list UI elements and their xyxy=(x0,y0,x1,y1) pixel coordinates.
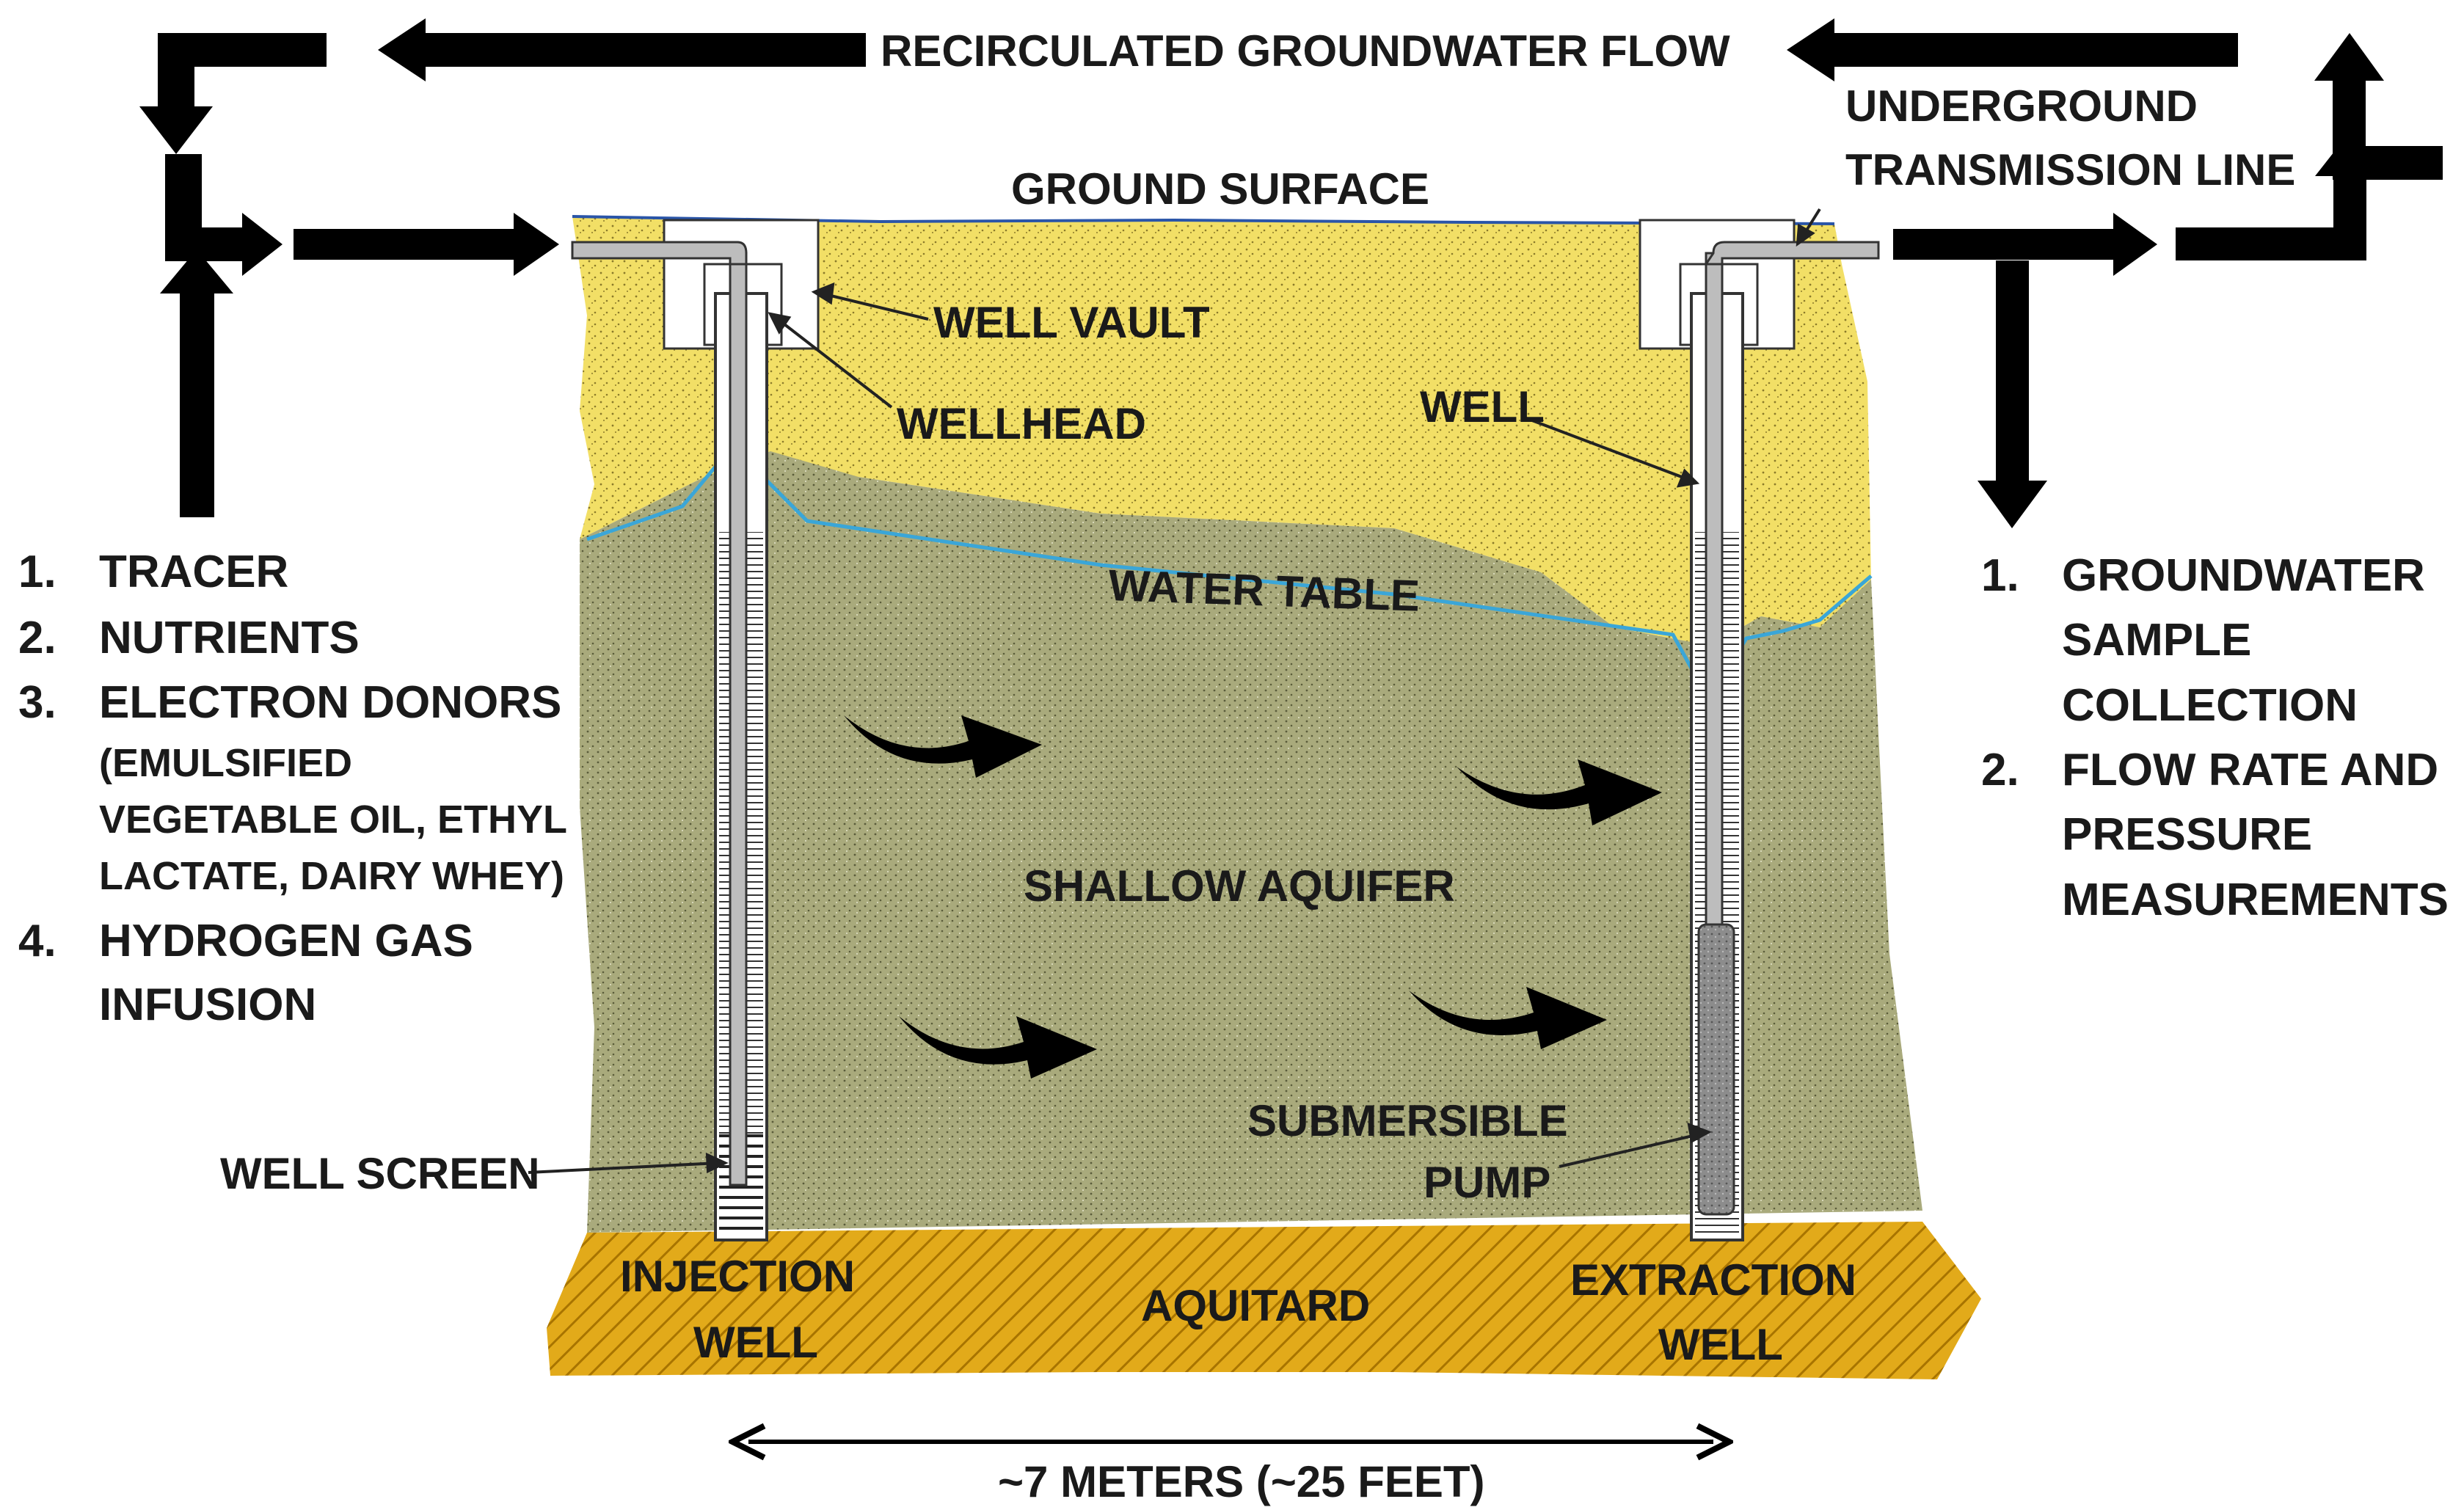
injection-pipe xyxy=(729,252,748,1186)
corner-arrow-top-left xyxy=(139,33,327,154)
list-item: INFUSION xyxy=(99,980,316,1030)
well-screen-label: WELL SCREEN xyxy=(220,1149,540,1198)
output-down-arrow xyxy=(1978,260,2047,528)
flow-arrow-right-top xyxy=(1787,18,2238,81)
corner-arrow-bottom-right xyxy=(2176,132,2385,260)
injection-well-label-1: INJECTION xyxy=(620,1252,855,1301)
list-number: 2. xyxy=(18,613,57,663)
flow-arrow xyxy=(1457,759,1662,825)
shallow-aquifer-label: SHALLOW AQUIFER xyxy=(1024,861,1455,911)
riser-pipe xyxy=(1705,252,1724,988)
flow-arrow xyxy=(899,1016,1097,1079)
submersible-pump xyxy=(1697,923,1735,1216)
extraction-well-label-1: EXTRACTION xyxy=(1570,1255,1856,1305)
list-item-detail: (EMULSIFIED xyxy=(99,741,352,785)
list-item: GROUNDWATER xyxy=(2062,550,2425,601)
underground-line-label-1: UNDERGROUND xyxy=(1845,81,2198,131)
aquifer-flow-arrows xyxy=(844,715,1662,1079)
input-up-arrow xyxy=(160,249,233,517)
flow-arrow xyxy=(1409,987,1607,1049)
extraction-well xyxy=(1639,219,1880,1241)
inputs-list: 1. TRACER 2. NUTRIENTS 3. ELECTRON DONOR… xyxy=(18,547,567,1030)
wellhead-label: WELLHEAD xyxy=(897,399,1146,448)
well-label: WELL xyxy=(1420,382,1545,431)
vadose-zone xyxy=(572,216,1871,646)
list-item: SAMPLE xyxy=(2062,615,2251,665)
list-number: 3. xyxy=(18,677,57,728)
shallow-aquifer-zone xyxy=(580,451,1922,1233)
left-pipe-bracket xyxy=(165,154,283,276)
outputs-list: 1. GROUNDWATER SAMPLE COLLECTION 2. FLOW… xyxy=(1981,550,2449,925)
underground-line-label-2: TRANSMISSION LINE xyxy=(1845,145,2295,194)
list-item: PRESSURE xyxy=(2062,809,2312,860)
flow-arrow xyxy=(844,715,1042,778)
submersible-pump-label-1: SUBMERSIBLE xyxy=(1247,1096,1568,1145)
recirc-flow-label: RECIRCULATED GROUNDWATER FLOW xyxy=(881,26,1730,76)
list-item: COLLECTION xyxy=(2062,680,2358,731)
aquitard-label: AQUITARD xyxy=(1141,1281,1370,1330)
right-out-arrow xyxy=(1893,213,2157,276)
recirculation-arrows xyxy=(139,18,2443,528)
extraction-well-label-2: WELL xyxy=(1658,1320,1783,1369)
well-vault-label: WELL VAULT xyxy=(933,298,1210,347)
submersible-pump-label-2: PUMP xyxy=(1424,1158,1550,1207)
injection-pipe-elbow xyxy=(571,241,748,266)
list-item: NUTRIENTS xyxy=(99,613,360,663)
list-item: MEASUREMENTS xyxy=(2062,875,2449,925)
ground-surface-label: GROUND SURFACE xyxy=(1011,164,1429,214)
list-number: 1. xyxy=(1981,550,2019,601)
list-item: HYDROGEN GAS xyxy=(99,916,473,966)
injection-well-label-2: WELL xyxy=(693,1318,818,1367)
distance-label: ~7 METERS (~25 FEET) xyxy=(998,1457,1485,1506)
injection-well xyxy=(571,219,820,1241)
list-item: TRACER xyxy=(99,547,288,597)
left-feed-arrow xyxy=(294,213,559,276)
list-item: ELECTRON DONORS xyxy=(99,677,561,728)
transmission-pipe xyxy=(1704,241,1880,266)
list-item-detail: LACTATE, DAIRY WHEY) xyxy=(99,854,564,898)
flow-arrow-left-top xyxy=(378,18,866,81)
list-number: 2. xyxy=(1981,745,2019,795)
list-number: 1. xyxy=(18,547,57,597)
aquitard-zone xyxy=(547,1222,1981,1379)
list-number: 4. xyxy=(18,916,57,966)
leader-lines xyxy=(528,208,1821,1174)
list-item: FLOW RATE AND xyxy=(2062,745,2438,795)
list-item-detail: VEGETABLE OIL, ETHYL xyxy=(99,798,567,842)
water-table-label: WATER TABLE xyxy=(1108,561,1421,621)
